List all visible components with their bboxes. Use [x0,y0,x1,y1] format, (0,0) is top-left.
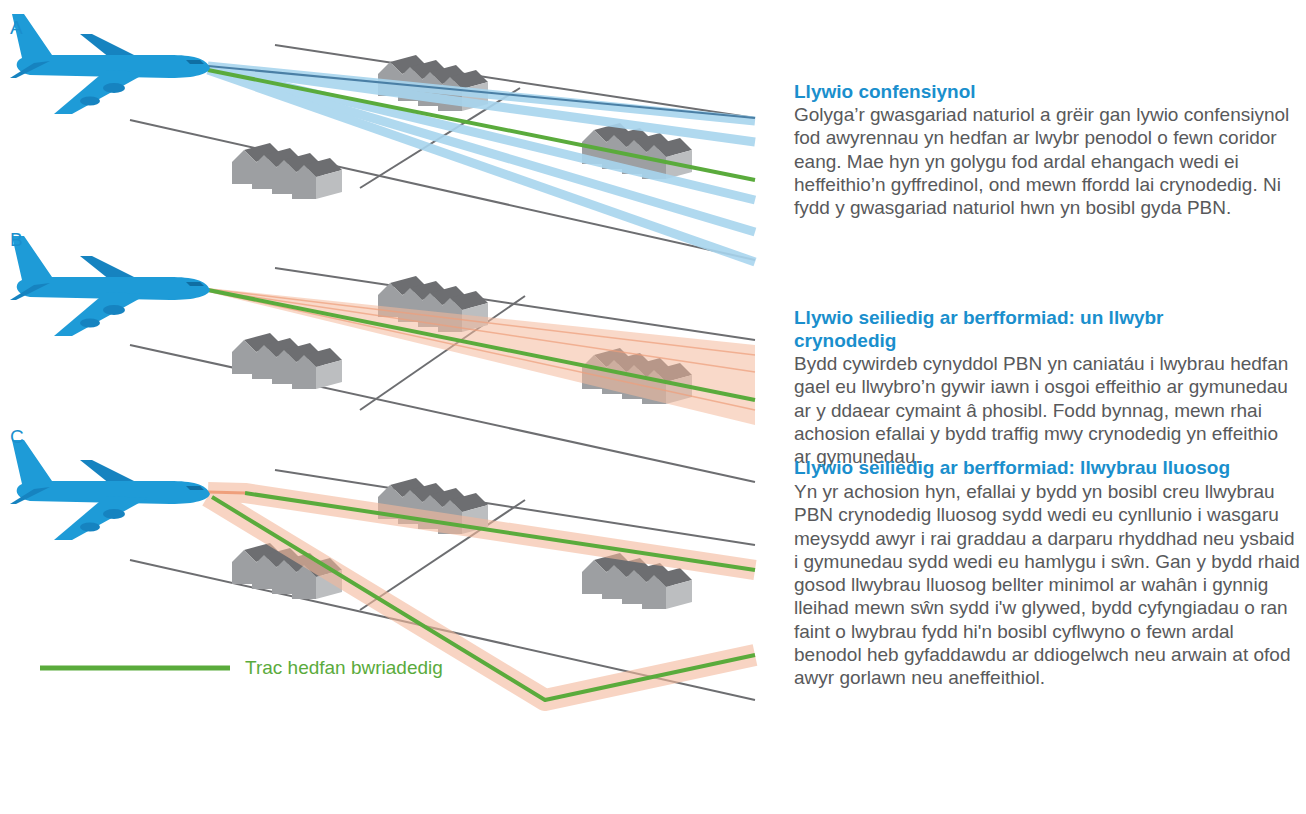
panel-b [10,236,755,482]
legend-line-sample [40,666,230,671]
section-body: Yn yr achosion hyn, efallai y bydd yn bo… [794,480,1300,690]
panel-letter: B [10,228,40,251]
panel-c [10,440,755,700]
panel-letter: A [10,16,40,39]
section-heading: Llywio seiliedig ar berfformiad: un llwy… [794,306,1214,353]
section-body: Golyga’r gwasgariad naturiol a grëir gan… [794,103,1300,219]
panel-a [10,14,755,262]
section-heading: Llywio confensiynol [794,80,1300,103]
legend-text: Trac hedfan bwriadedig [245,656,545,679]
section-heading: Llywio seiliedig ar berfformiad: llwybra… [794,456,1300,479]
panel-letter: C [10,425,40,448]
section-body: Bydd cywirdeb cynyddol PBN yn caniatáu i… [794,352,1300,468]
